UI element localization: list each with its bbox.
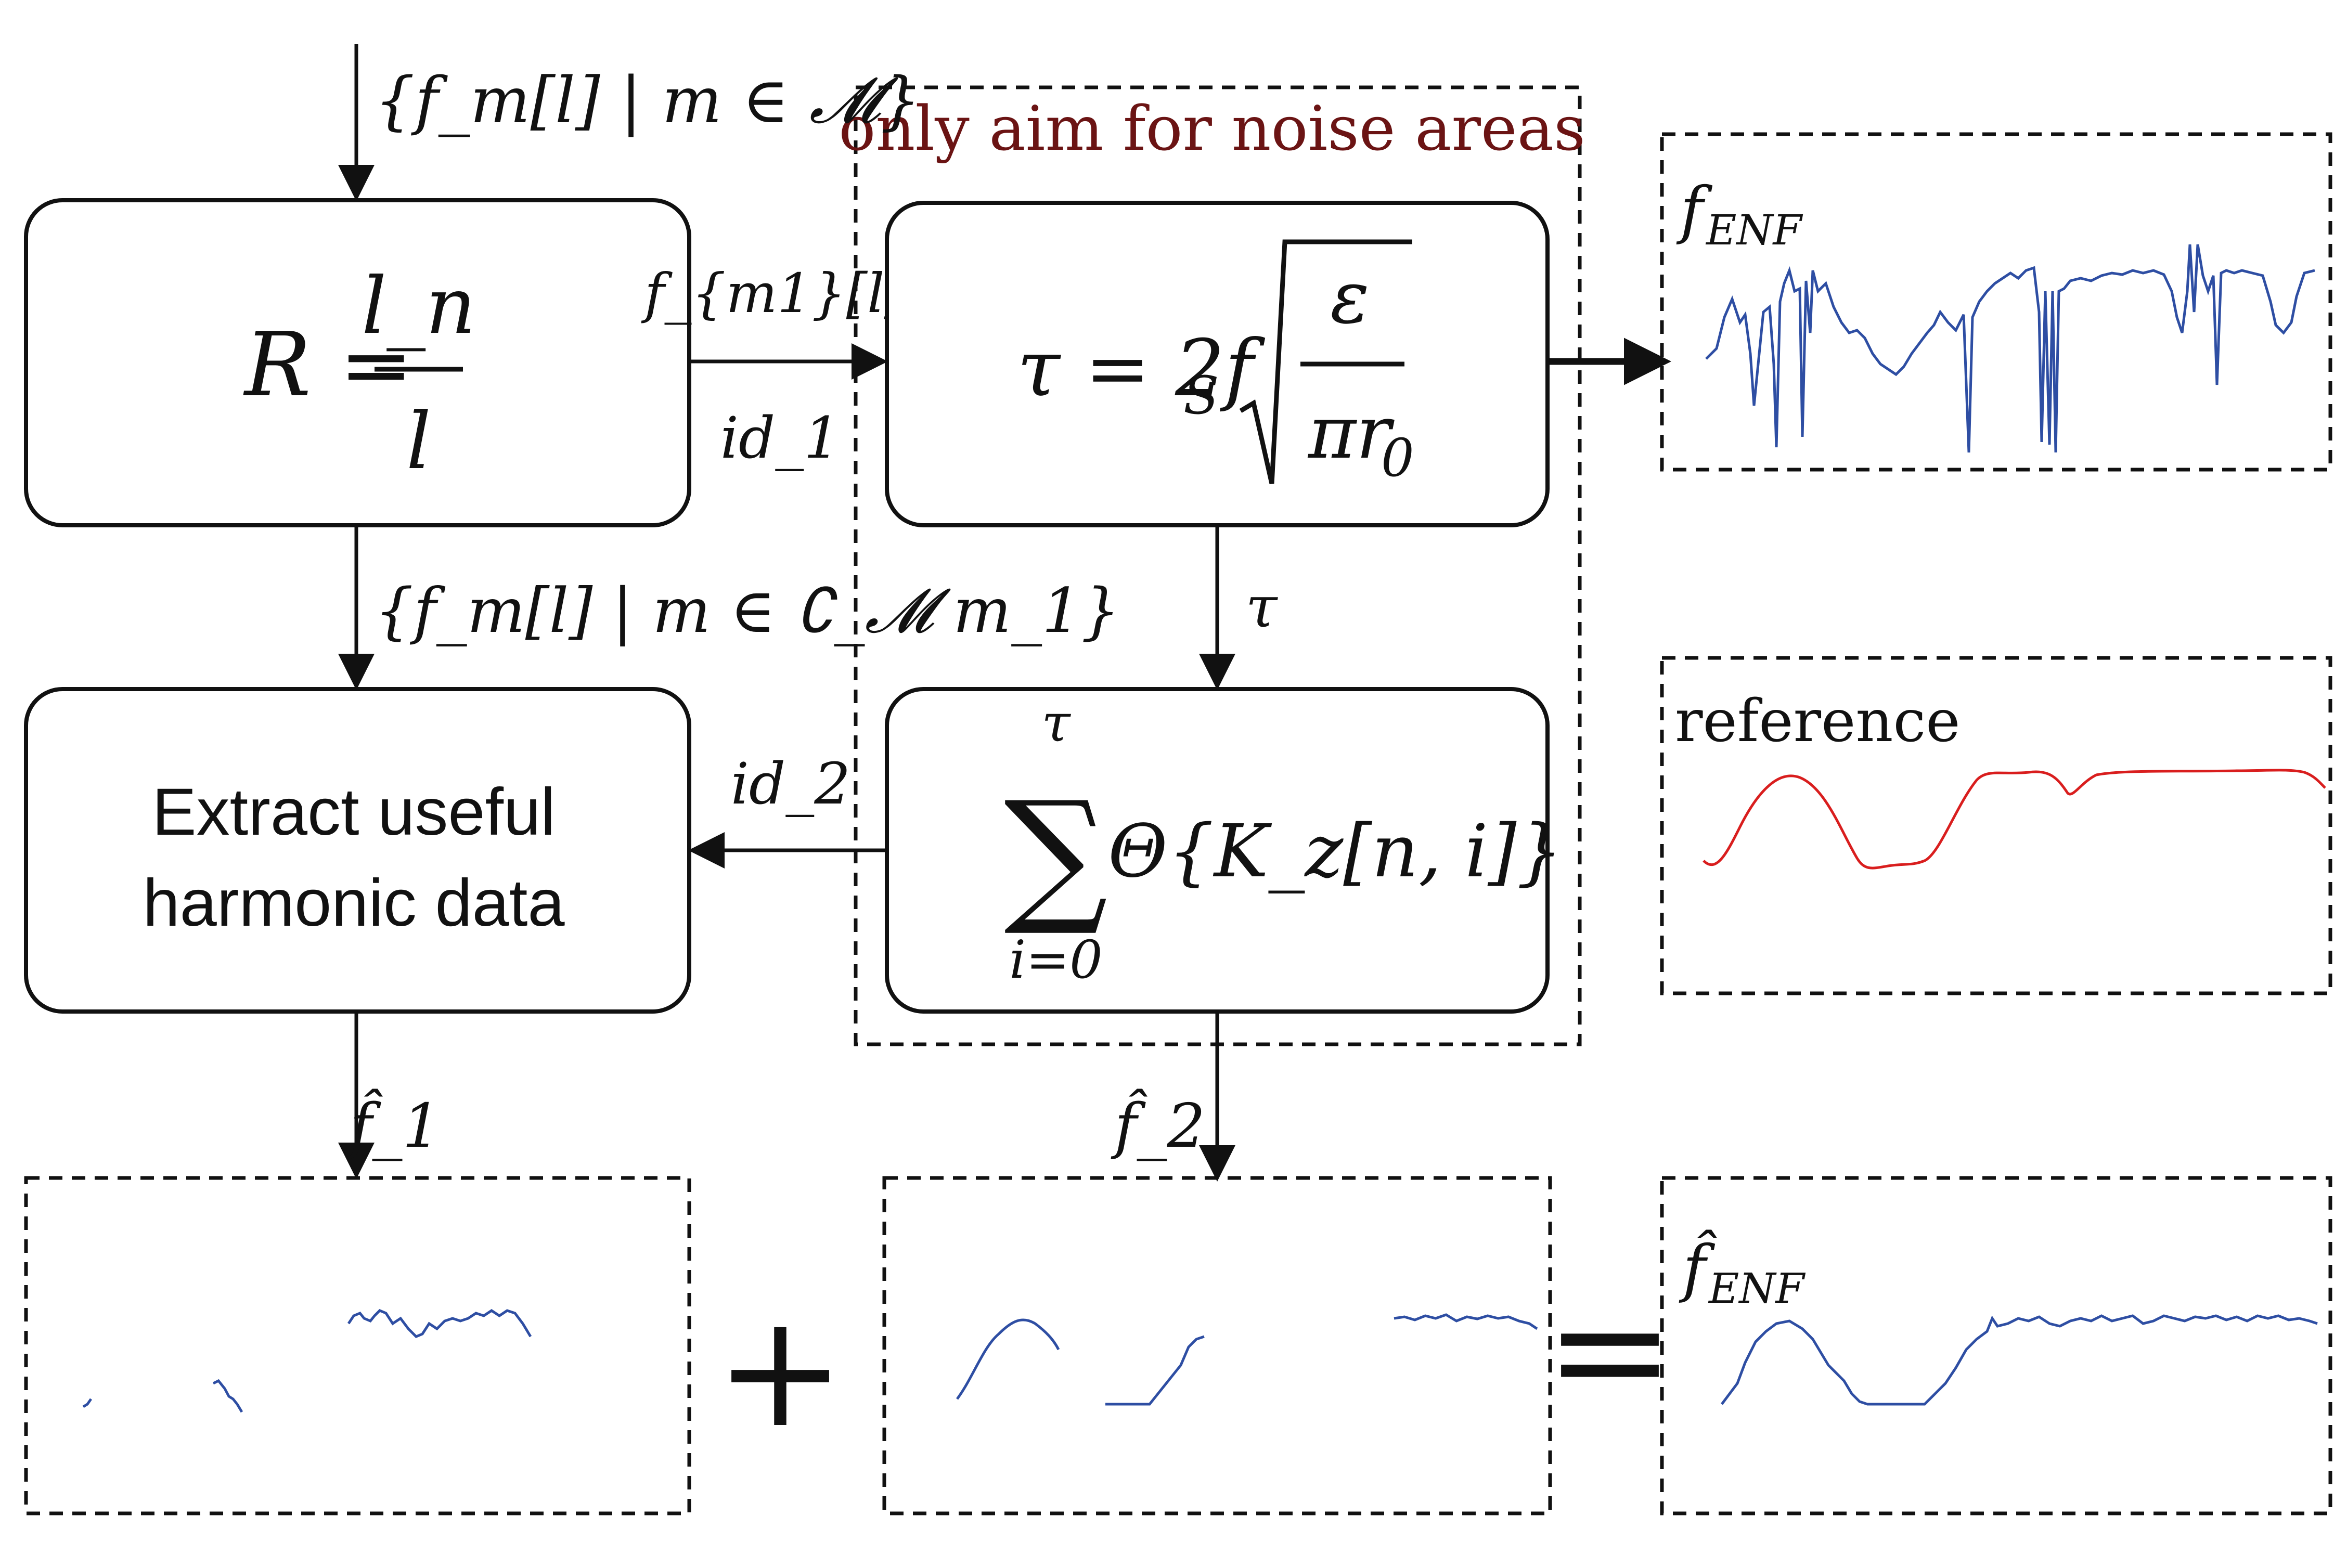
complement-set-label: {f_m[l] | m ∈ ∁_𝓜 m_1}: [375, 575, 1120, 646]
ratio-lhs: R =: [243, 314, 413, 417]
f2-hat-trace-b: [1105, 1335, 1205, 1406]
tau-edge-label: τ: [1246, 574, 1279, 640]
enf-panel: [1660, 132, 2332, 472]
tau-denominator: πr: [1307, 391, 1395, 475]
f1-hat-panel: [24, 1176, 691, 1515]
f2-hat-label: f̂_2: [1111, 1088, 1206, 1161]
f-m1-label: f_{m1}[l]: [641, 262, 906, 325]
tau-lhs-subscript: S: [1183, 365, 1219, 426]
extract-box: [24, 687, 691, 1014]
f2-hat-trace-c: [1394, 1313, 1538, 1330]
plus-operator: +: [715, 1280, 845, 1462]
ratio-denominator: l: [406, 396, 431, 487]
noise-area-note: only aim for noise areas: [839, 93, 1585, 164]
tau-lhs: τ = 2f: [1017, 323, 1265, 414]
f1-hat-trace-c: [347, 1308, 532, 1338]
sum-sigma: ∑: [1004, 770, 1108, 940]
enf-raw-trace: [1705, 244, 2315, 453]
sum-body: Θ{K_z[n, i]}: [1108, 809, 1563, 894]
reference-panel: [1660, 656, 2332, 995]
enf-hat-label-subscript: ENF: [1708, 1264, 1806, 1313]
input-set-label: {f_m[l] | m ∈ 𝓜}: [375, 63, 921, 137]
f1-hat-trace-b: [212, 1379, 243, 1413]
tau-numerator: ε: [1330, 255, 1369, 340]
enf-label-subscript: ENF: [1705, 206, 1803, 254]
reference-label: reference: [1675, 688, 1961, 755]
f2-hat-trace-a: [956, 1318, 1060, 1400]
tau-denominator-subscript: 0: [1381, 427, 1414, 488]
sum-upper-limit: τ: [1041, 693, 1071, 754]
extract-line-1: Extract useful: [152, 775, 555, 849]
f2-hat-panel: [882, 1176, 1552, 1515]
f1-hat-trace-a: [82, 1398, 93, 1408]
reference-trace: [1703, 769, 2326, 870]
extract-line-2: harmonic data: [143, 866, 565, 940]
f1-hat-label: f̂_1: [346, 1088, 441, 1161]
enf-hat-trace: [1721, 1314, 2318, 1406]
sum-lower-limit: i=0: [1009, 929, 1102, 990]
id2-label: id_2: [731, 750, 851, 817]
id1-label: id_1: [720, 405, 841, 471]
ratio-numerator: l_n: [362, 261, 476, 352]
sqrt-sign: [1239, 239, 1412, 484]
enf-hat-panel: [1660, 1176, 2332, 1515]
equals-operator: =: [1544, 1260, 1675, 1441]
